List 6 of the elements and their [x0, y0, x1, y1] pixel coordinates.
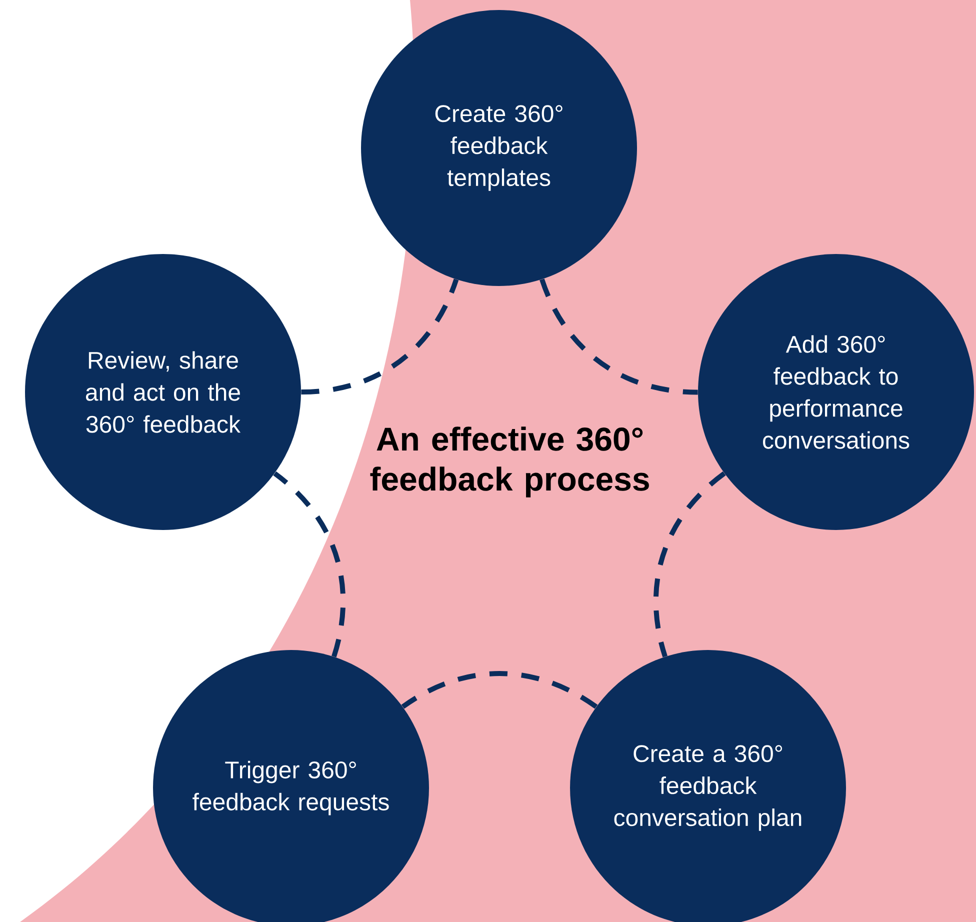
- dashed-arc: [273, 471, 346, 658]
- dashed-arc: [401, 671, 598, 709]
- title: An effective 360° feedback process: [370, 426, 649, 498]
- dashed-arc: [653, 471, 726, 658]
- dashed-arc: [301, 278, 459, 395]
- dashed-arc: [540, 278, 698, 395]
